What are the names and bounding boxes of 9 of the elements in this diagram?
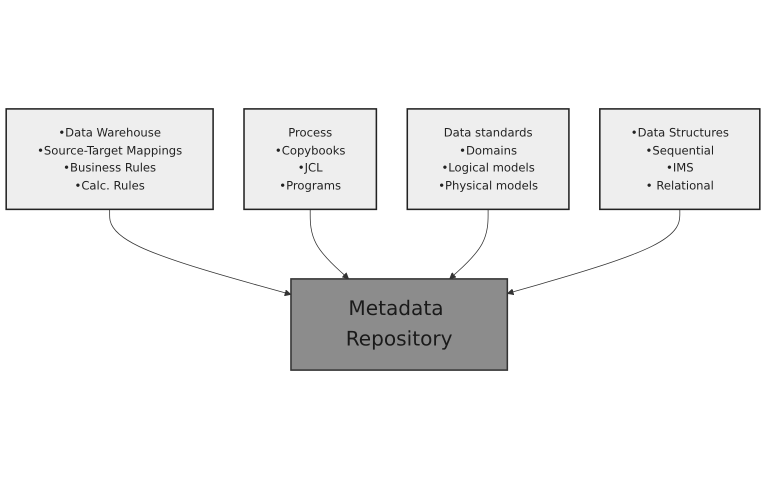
- node-box: •Data Structures •Sequential •IMS • Relational: [599, 108, 761, 210]
- node-box: Data standards •Domains •Logical models •Physical models: [406, 108, 570, 210]
- node-box: •Data Warehouse •Source-Target Mappings •Business Rules •Calc. Rules: [5, 108, 214, 210]
- node-box: Process •Copybooks •JCL •Programs: [243, 108, 378, 210]
- node-box: Metadata Repository: [290, 278, 508, 371]
- arrow: [449, 208, 488, 280]
- arrow: [310, 208, 349, 280]
- arrow: [507, 208, 680, 296]
- arrow: [109, 208, 292, 296]
